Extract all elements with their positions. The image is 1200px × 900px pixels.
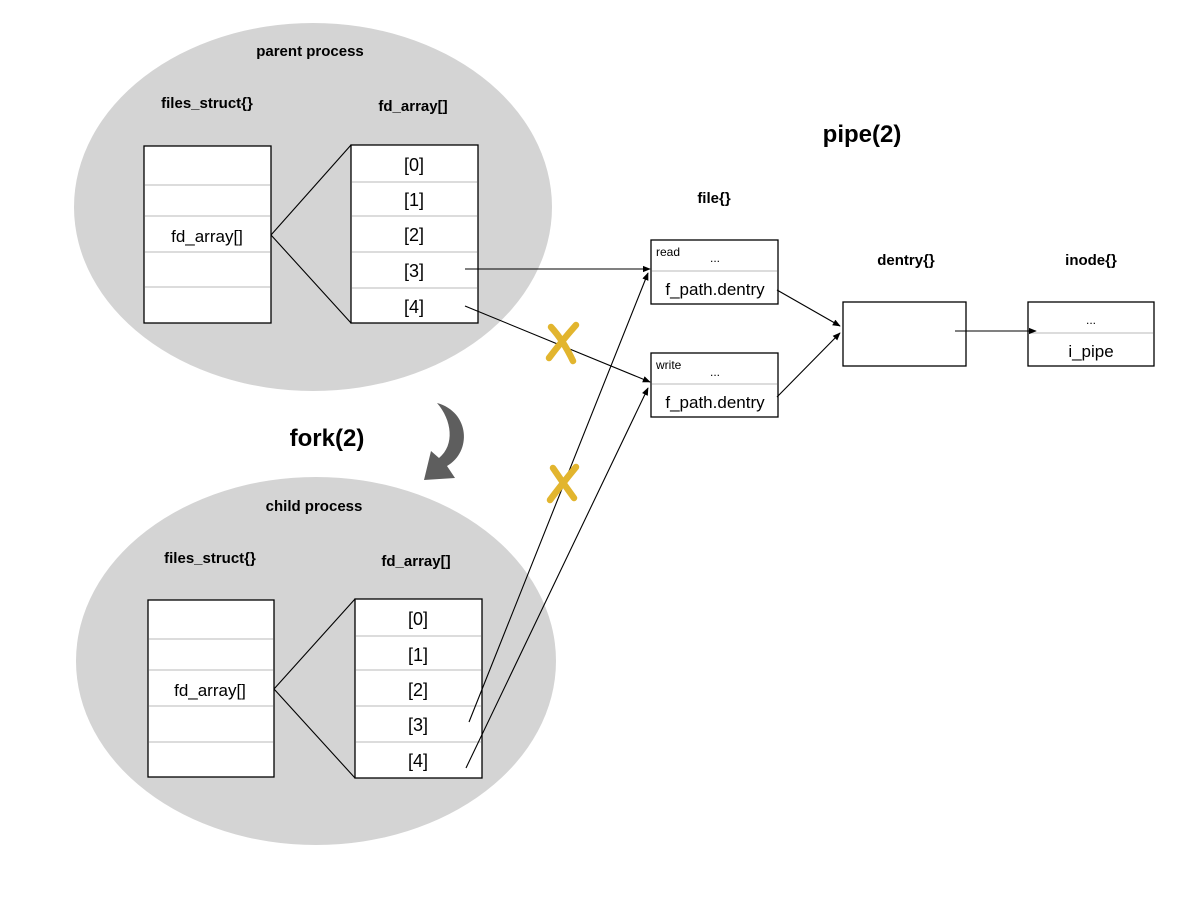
child-fd-4: [4] xyxy=(408,751,428,771)
closed-fd-cross-icon xyxy=(546,463,580,504)
dentry-label: dentry{} xyxy=(877,252,935,269)
child-fd-1: [1] xyxy=(408,645,428,665)
parent-fd-array-header: fd_array[] xyxy=(378,98,447,115)
arrow-child-fd3-to-read xyxy=(468,272,649,723)
inode-label: inode{} xyxy=(1065,252,1117,269)
child-fd-array-field: fd_array[] xyxy=(174,681,246,700)
file-write-box xyxy=(650,352,779,418)
parent-fd-4: [4] xyxy=(404,297,424,317)
parent-fd-0: [0] xyxy=(404,155,424,175)
file-write-dentry-field: f_path.dentry xyxy=(665,393,765,412)
arrow-read-dentry-to-dentry xyxy=(776,289,841,327)
child-files-struct-box xyxy=(147,599,275,778)
child-fd-2: [2] xyxy=(408,680,428,700)
parent-expand-line-bottom xyxy=(270,234,352,324)
file-read-dots: ... xyxy=(710,251,720,265)
arrow-write-dentry-to-dentry xyxy=(776,332,841,398)
parent-fd-array-box xyxy=(350,144,479,324)
file-write-dots: ... xyxy=(710,365,720,379)
closed-fd-cross-icon xyxy=(545,321,580,365)
fork-arrow-icon xyxy=(424,403,464,480)
arrow-child-fd4-to-write xyxy=(465,387,649,769)
parent-expand-line-top xyxy=(270,144,352,236)
child-fd-array-box xyxy=(354,598,483,779)
file-read-box xyxy=(650,239,779,305)
inode-box xyxy=(1027,301,1155,367)
parent-process-label: parent process xyxy=(256,43,364,60)
parent-fd-3: [3] xyxy=(404,261,424,281)
child-files-struct-label: files_struct{} xyxy=(164,550,256,567)
fork-label: fork(2) xyxy=(290,425,365,452)
child-process-label: child process xyxy=(266,498,363,515)
inode-dots: ... xyxy=(1086,313,1096,327)
file-write-mode: write xyxy=(655,358,682,372)
file-label: file{} xyxy=(697,190,731,207)
child-fd-3: [3] xyxy=(408,715,428,735)
child-expand-line-top xyxy=(273,598,356,690)
inode-pipe-field: i_pipe xyxy=(1068,342,1113,361)
parent-fd-1: [1] xyxy=(404,190,424,210)
parent-files-struct-label: files_struct{} xyxy=(161,95,253,112)
dentry-box xyxy=(842,301,967,367)
parent-fd-2: [2] xyxy=(404,225,424,245)
file-read-mode: read xyxy=(656,245,680,259)
parent-fd-array-field: fd_array[] xyxy=(171,227,243,246)
child-fd-0: [0] xyxy=(408,609,428,629)
pipe-label: pipe(2) xyxy=(823,121,902,148)
child-expand-line-bottom xyxy=(273,688,356,779)
file-read-dentry-field: f_path.dentry xyxy=(665,280,765,299)
child-fd-array-header: fd_array[] xyxy=(381,553,450,570)
